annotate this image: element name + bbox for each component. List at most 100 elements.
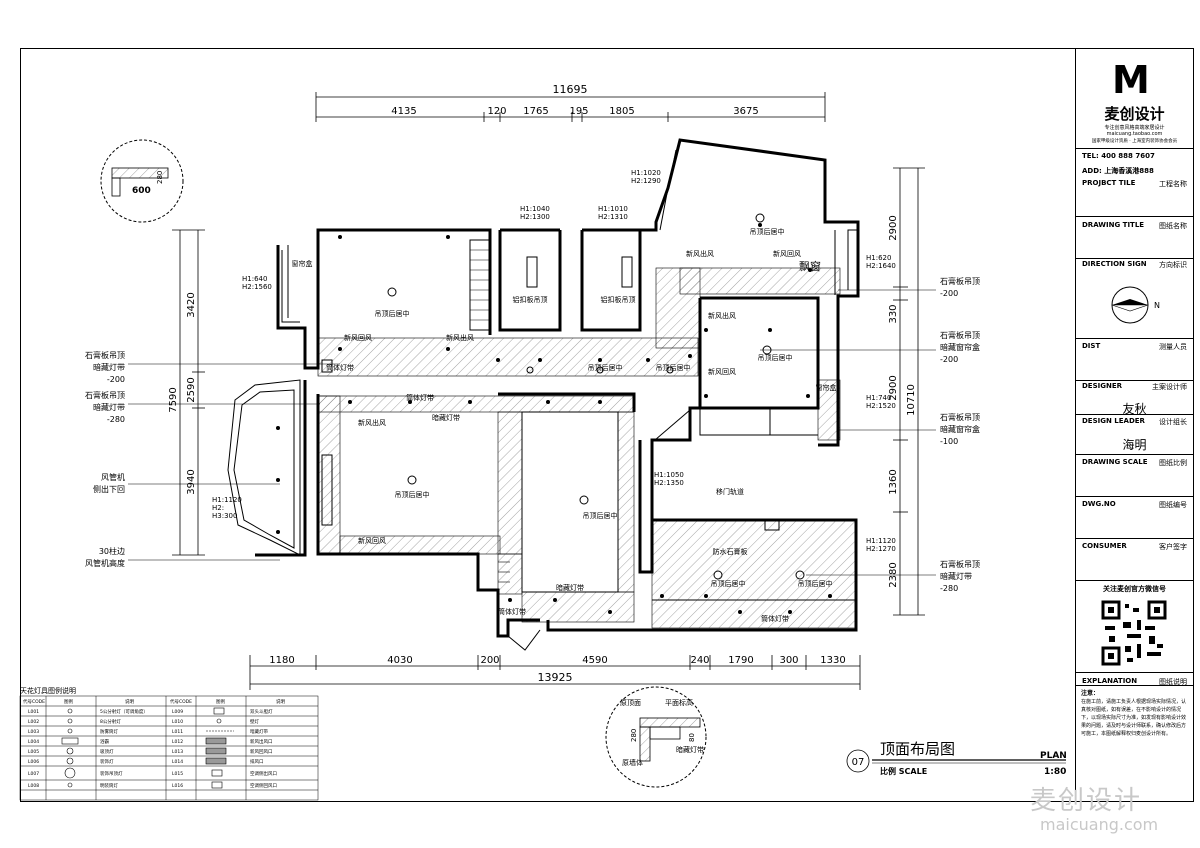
row-value: 图纸说明 — [1159, 678, 1187, 686]
designer-name: 友秋 — [1122, 402, 1147, 416]
room-label: 筒体灯带 — [498, 607, 526, 616]
row-value: 图纸编号 — [1159, 501, 1187, 509]
watermark-en: maicuang.com — [1040, 815, 1159, 834]
room-label: 新风出风 — [446, 333, 474, 342]
row-label: DRAWING TITLE — [1082, 221, 1145, 229]
height-note: H1:1050 — [654, 471, 684, 479]
note-line: 暗藏灯带 — [93, 402, 125, 412]
plan-label: PLAN — [1040, 751, 1067, 761]
height-note: H2:1640 — [866, 262, 896, 270]
height-note: H2:1270 — [866, 545, 896, 553]
room-label: 筒体灯带 — [326, 363, 354, 372]
legend-cell: 明装筒灯 — [100, 782, 118, 789]
row-label: PROJBCT TILE — [1082, 179, 1136, 187]
legend-cell: 排风口 — [250, 758, 264, 765]
note-line: 石膏板吊顶 — [85, 350, 125, 360]
height-note: H2: — [212, 504, 224, 512]
dim-bottom-seg: 4030 — [387, 655, 412, 666]
height-note: H1:1040 — [520, 205, 550, 213]
note-line: 暗藏灯带 — [940, 571, 972, 581]
note-line: -200 — [940, 289, 958, 298]
row-label: DIST — [1082, 342, 1101, 350]
dim-right-seg: 2900 — [888, 215, 899, 240]
legend-header: 说明 — [276, 698, 285, 705]
legend-cell: 吸顶灯 — [100, 748, 114, 755]
stairs — [470, 249, 510, 583]
height-note: H2:1350 — [654, 479, 684, 487]
room-label: 新风回风 — [773, 249, 801, 258]
legend-cell: L005 — [28, 749, 39, 755]
room-label: 窗帘盒 — [816, 383, 837, 392]
room-label: 新风回风 — [708, 367, 736, 376]
legend-header: 代号CODE — [23, 698, 45, 705]
legend-header: 图例 — [216, 698, 225, 705]
note-line: -200 — [107, 375, 125, 384]
height-note: H1:1010 — [598, 205, 628, 213]
dim-top-seg: 4135 — [391, 106, 416, 117]
brand-assoc: 国家甲级设计资质 · 上海室内装饰协会会员 — [1091, 139, 1178, 144]
legend-cell: L010 — [172, 719, 183, 725]
detail-label: 80 — [688, 733, 696, 742]
dim-bottom-seg: 300 — [779, 655, 798, 666]
height-note: H1:1120 — [212, 496, 242, 504]
room-label: 吊顶后居中 — [395, 490, 430, 499]
wechat-label: 关注麦创官方微信号 — [1103, 585, 1166, 593]
room-label: 新风出风 — [686, 249, 714, 258]
row-label: CONSUMER — [1082, 542, 1127, 550]
legend-cell: 空调侧出风口 — [250, 770, 277, 777]
dim-top-seg: 195 — [569, 106, 588, 117]
room-label: 吊顶后居中 — [583, 511, 618, 520]
detail-label: 平面标高 — [665, 698, 693, 707]
room-label: 新风出风 — [358, 418, 386, 427]
height-note: H1:640 — [242, 275, 267, 283]
row-drawing-title: DRAWING TITLE 图纸名称 — [1076, 216, 1193, 259]
right-dimension — [893, 167, 925, 616]
legend-cell: 5公分射灯（可调角度） — [100, 708, 148, 715]
note-line: -280 — [940, 584, 958, 593]
note-title: 注意： — [1081, 690, 1100, 697]
row-explanation: EXPLANATION 图纸说明 — [1076, 672, 1193, 686]
legend-cell: L012 — [172, 739, 183, 745]
legend-header: 代号CODE — [170, 698, 192, 705]
detail-width: 600 — [132, 186, 151, 196]
scale-value: 1:80 — [1044, 767, 1066, 777]
legend-cell: 8公分射灯 — [100, 718, 121, 725]
brand-tagline: 专注创意风格高端家居设计 — [1104, 125, 1165, 131]
legend-cell: L015 — [172, 771, 183, 777]
note-line: 暗藏窗帘盒 — [940, 342, 980, 352]
row-value: 图纸比例 — [1159, 459, 1187, 467]
left-leaders — [128, 363, 340, 561]
brand-name: 麦创设计 — [1104, 105, 1165, 123]
dim-top-seg: 3675 — [733, 106, 758, 117]
legend-cell: L008 — [28, 783, 39, 789]
dim-bottom-seg: 200 — [480, 655, 499, 666]
dim-left-seg: 3940 — [186, 469, 197, 494]
legend-header: 说明 — [125, 698, 134, 705]
north-label: N — [1154, 301, 1160, 310]
room-label: 窗帘盒 — [292, 259, 313, 268]
dim-top-total: 11695 — [553, 83, 588, 96]
legend-cell: L001 — [28, 709, 39, 715]
legend-cell: 装饰吊顶灯 — [100, 770, 123, 777]
legend-cell: 浴霸 — [100, 738, 109, 745]
row-direction: DIRECTION SIGN 方向标识 N — [1076, 258, 1193, 339]
legend-cell: 壁灯 — [250, 718, 259, 725]
legend-cell: 新风出风口 — [250, 738, 273, 745]
room-label: 暗藏灯带 — [556, 583, 584, 592]
legend-cell: 装饰灯 — [100, 758, 114, 765]
note-line: 石膏板吊顶 — [940, 330, 980, 340]
legend-cell: L002 — [28, 719, 39, 725]
hatched-ceiling — [317, 267, 857, 629]
row-value: 图纸名称 — [1159, 222, 1187, 230]
room-label: 吊顶后居中 — [798, 579, 833, 588]
dim-right-seg: 1360 — [888, 469, 899, 494]
room-label: 铝扣板吊顶 — [513, 295, 548, 304]
legend-cell: L011 — [172, 729, 183, 735]
room-label: 新风回风 — [344, 333, 372, 342]
row-value: 工程名称 — [1159, 180, 1187, 188]
row-value: 客户签字 — [1159, 543, 1187, 551]
dim-left-total: 7590 — [168, 387, 179, 412]
legend-cell: L004 — [28, 739, 39, 745]
row-value: 测量人员 — [1159, 343, 1187, 351]
